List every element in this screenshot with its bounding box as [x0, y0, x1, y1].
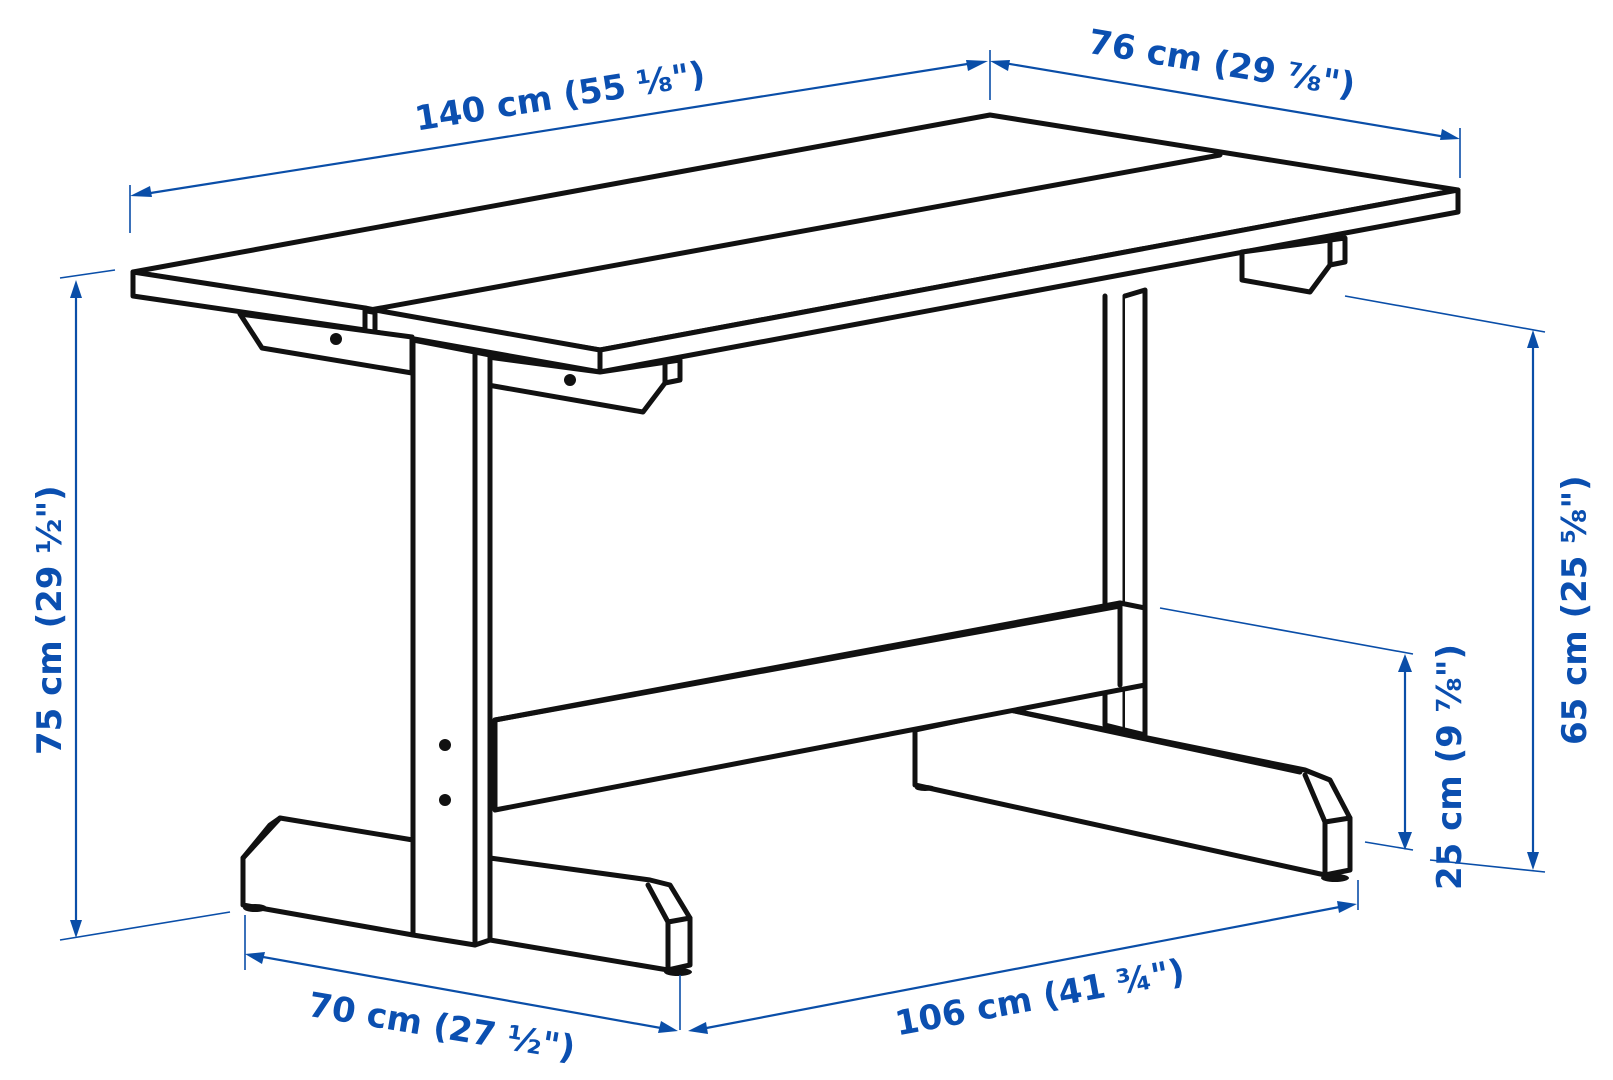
stretcher: [492, 600, 1148, 813]
apron-brackets: [237, 235, 1348, 415]
table-top: [130, 112, 1461, 375]
stretcher-height-label: 25 cm (9 ⅞"): [1430, 643, 1470, 890]
total-height-label: 75 cm (29 ½"): [30, 485, 70, 755]
clearance-height-label: 65 cm (25 ⅝"): [1555, 475, 1595, 745]
front-leg: [240, 337, 693, 976]
dimension-lines: [59, 50, 1546, 1034]
back-leg: [912, 287, 1353, 882]
